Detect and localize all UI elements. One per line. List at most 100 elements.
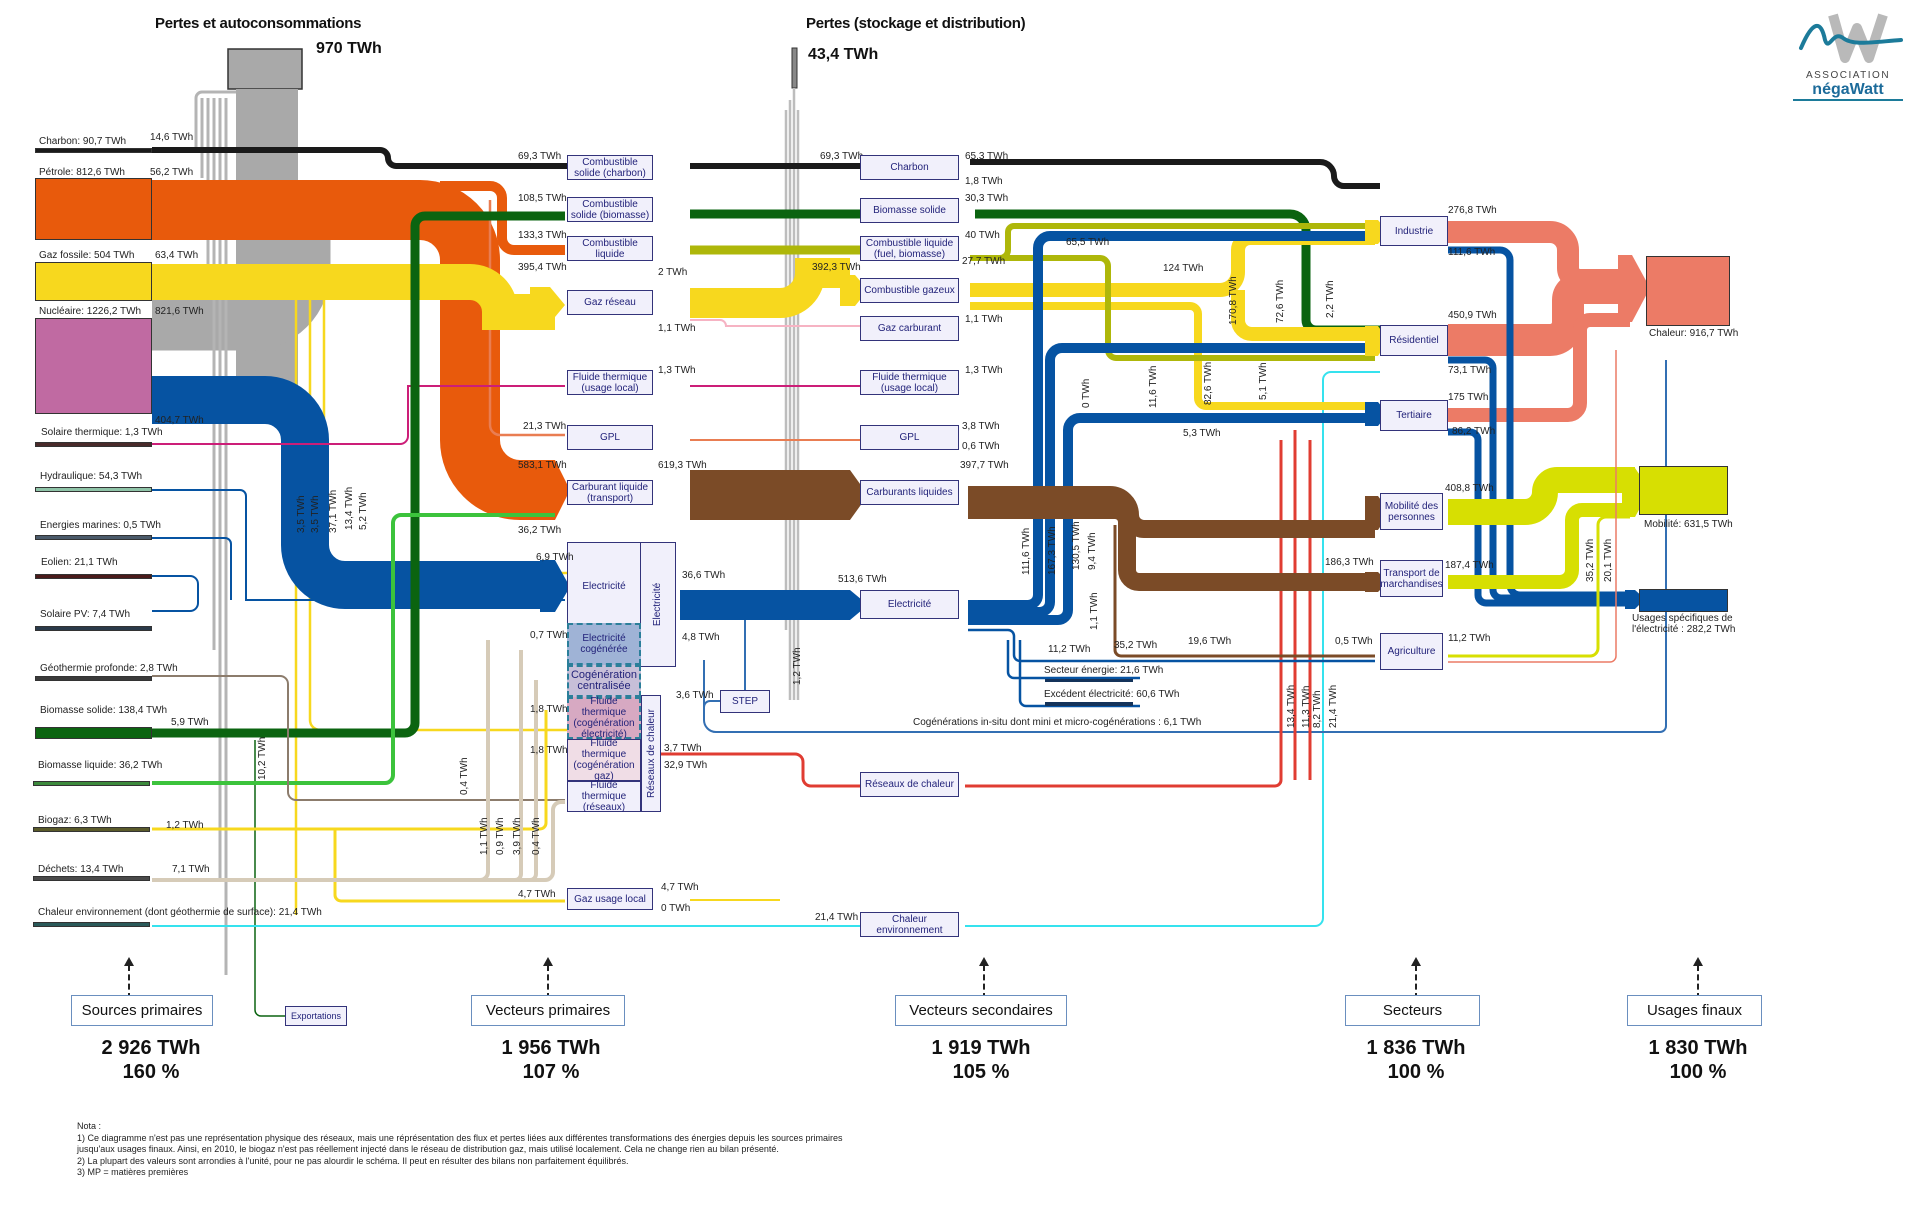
sv-out-gpl: 3,8 TWh [962, 421, 1000, 432]
flow-biogaz [152, 710, 565, 903]
storage-loss-lines [784, 88, 800, 700]
category-sources-primaires[interactable]: Sources primaires [71, 995, 213, 1026]
node-fluide-thermique-local[interactable]: Fluide thermique (usage local) [567, 370, 653, 395]
vval-3: 13,4 TWh [344, 486, 355, 530]
svv-4: 11,6 TWh [1148, 365, 1159, 408]
node-reseaux-chaleur[interactable]: Réseaux de chaleur [860, 772, 959, 797]
node-combustible-gazeux[interactable]: Combustible gazeux [860, 278, 959, 303]
node-step[interactable]: STEP [720, 690, 770, 713]
node-reseaux-chaleur-vertical[interactable]: Réseaux de chaleur [641, 695, 661, 812]
final-elec-label: Usages spécifiques de l'électricité : 28… [1632, 613, 1736, 635]
flow-gaz [152, 264, 555, 330]
flow-heat-agri [1448, 350, 1617, 663]
svv-12: 13,4 TWh [1286, 684, 1297, 728]
flow-chaleur-env [152, 371, 1380, 927]
value-losses-self: 970 TWh [316, 40, 382, 57]
sv-in-comb-gaz: 392,3 TWh [812, 262, 861, 273]
flow-heat-residentiel [1448, 272, 1630, 356]
category-vecteurs-secondaires[interactable]: Vecteurs secondaires [895, 995, 1067, 1026]
arrow-electricite [845, 590, 868, 620]
node-tertiaire[interactable]: Tertiaire [1380, 400, 1448, 431]
node-fluide-reseaux[interactable]: Fluide thermique (réseaux) [567, 780, 641, 813]
reseau-out: 32,9 TWh [664, 760, 708, 771]
node-cogeneration-centralisee[interactable]: Cogénération centralisée [567, 665, 641, 697]
bar-secteur-energie [1045, 679, 1133, 682]
source-label-hydraulique: Hydraulique: 54,3 TWh [40, 471, 143, 482]
node-electricite-primary[interactable]: Electricité [567, 542, 641, 630]
node-carburant-liquide[interactable]: Carburant liquide (transport) [567, 480, 653, 505]
node-mobilite-personnes[interactable]: Mobilité des personnes [1380, 493, 1443, 530]
title-losses-self: Pertes et autoconsommations [155, 15, 362, 32]
flow-renewables-elec [152, 489, 565, 612]
loss-label-biomasse-solide: 5,9 TWh [171, 717, 209, 728]
source-bar-biomasse-solide [35, 727, 152, 739]
final-elec-block [1639, 589, 1728, 612]
category-vecteurs-primaires[interactable]: Vecteurs primaires [471, 995, 625, 1026]
loss-node-43 [791, 47, 798, 89]
misc-excedent: Excédent électricité: 60,6 TWh [1044, 689, 1180, 700]
flow-carburant-sectors [968, 486, 1375, 591]
node-residentiel[interactable]: Résidentiel [1380, 325, 1448, 356]
node-chaleur-environnement[interactable]: Chaleur environnement [860, 912, 959, 937]
sector-vert-1: 20,1 TWh [1603, 538, 1614, 582]
node-fluide-cogen-gaz[interactable]: Fluide thermique (cogénération gaz) [567, 738, 641, 782]
node-gpl-secondary[interactable]: GPL [860, 425, 959, 450]
total-sources-pct: 160 % [122, 1061, 180, 1083]
category-usages-finaux[interactable]: Usages finaux [1627, 995, 1762, 1026]
node-electricite-vertical[interactable]: Electricité [640, 542, 676, 667]
flow-gaz-reseau-sec [690, 258, 850, 318]
flow-comb-liquide-sectors [970, 223, 1375, 361]
node-exportations[interactable]: Exportations [285, 1006, 347, 1026]
node-combustible-liquide-secondary[interactable]: Combustible liquide (fuel, biomasse) [860, 236, 959, 261]
node-gaz-reseau[interactable]: Gaz réseau [567, 290, 653, 315]
node-transport-marchandises[interactable]: Transport de marchandises [1380, 560, 1443, 597]
source-block-gaz [35, 262, 152, 301]
node-electricite-cogeneree[interactable]: Electricité cogénérée [567, 623, 641, 665]
source-bar-geothermie [35, 676, 152, 681]
svv-6: 5,1 TWh [1258, 362, 1269, 400]
node-gaz-carburant[interactable]: Gaz carburant [860, 316, 959, 341]
node-fluide-cogen-elec[interactable]: Fluide thermique (cogénération électrici… [567, 696, 641, 740]
total-sources-twh: 2 926 TWh [101, 1037, 201, 1059]
vval-4: 5,2 TWh [358, 492, 369, 530]
source-block-nucleaire [35, 318, 152, 414]
sector-mob-personnes: 408,8 TWh [1445, 483, 1494, 494]
node-electricite-secondary[interactable]: Electricité [860, 590, 959, 619]
node-gpl-primary[interactable]: GPL [567, 425, 653, 450]
flow-elec-sectors [968, 231, 1375, 625]
flow-mob-personnes [1448, 467, 1635, 525]
node-biomasse-solide-secondary[interactable]: Biomasse solide [860, 198, 959, 223]
source-bar-chaleur-env [33, 922, 150, 927]
node-combustible-solide-charbon[interactable]: Combustible solide (charbon) [567, 155, 653, 180]
node-charbon-secondary[interactable]: Charbon [860, 155, 959, 180]
node-carburants-liquides[interactable]: Carburants liquides [860, 480, 959, 505]
node-industrie[interactable]: Industrie [1380, 216, 1448, 246]
negawatt-logo: ASSOCIATION négaWatt [1793, 10, 1903, 101]
sv-out-charbon: 65,3 TWh [965, 151, 1009, 162]
reseaux-vertical-label: Réseaux de chaleur [645, 709, 657, 798]
note-2: jusqu'aux usages finaux. Ainsi, en 2010,… [77, 1144, 779, 1154]
node-combustible-solide-biomasse[interactable]: Combustible solide (biomasse) [567, 197, 653, 222]
source-label-nucleaire: Nucléaire: 1226,2 TWh [39, 306, 142, 317]
pv-in-carburant-bio: 36,2 TWh [518, 525, 562, 536]
vval-1: 3,5 TWh [310, 495, 321, 533]
vval-8: 0,9 TWh [495, 817, 506, 855]
sv-out-gaz-carburant: 1,1 TWh [965, 314, 1003, 325]
total-secteurs-twh: 1 836 TWh [1366, 1037, 1466, 1059]
node-agriculture[interactable]: Agriculture [1380, 633, 1443, 670]
source-bar-dechets [33, 876, 150, 881]
loss-node-970 [227, 48, 303, 90]
node-combustible-liquide[interactable]: Combustible liquide [567, 236, 653, 261]
sv-out2-comb-liq: 27,7 TWh [962, 256, 1006, 267]
node-fluide-thermique-secondary[interactable]: Fluide thermique (usage local) [860, 370, 959, 395]
flow-nucleaire-electricite [152, 376, 550, 609]
vval-7: 1,1 TWh [479, 817, 490, 855]
pv-in-biomasse: 108,5 TWh [518, 193, 567, 204]
sector-heat-industrie: 276,8 TWh [1448, 205, 1497, 216]
category-secteurs[interactable]: Secteurs [1345, 995, 1480, 1026]
final-chaleur-block [1646, 256, 1730, 326]
node-gaz-usage-local[interactable]: Gaz usage local [567, 888, 653, 910]
arrow-elec-primary [540, 560, 570, 612]
pv-out-gaz-local: 4,7 TWh [661, 882, 699, 893]
sv-in-chaleur-env: 21,4 TWh [815, 912, 859, 923]
